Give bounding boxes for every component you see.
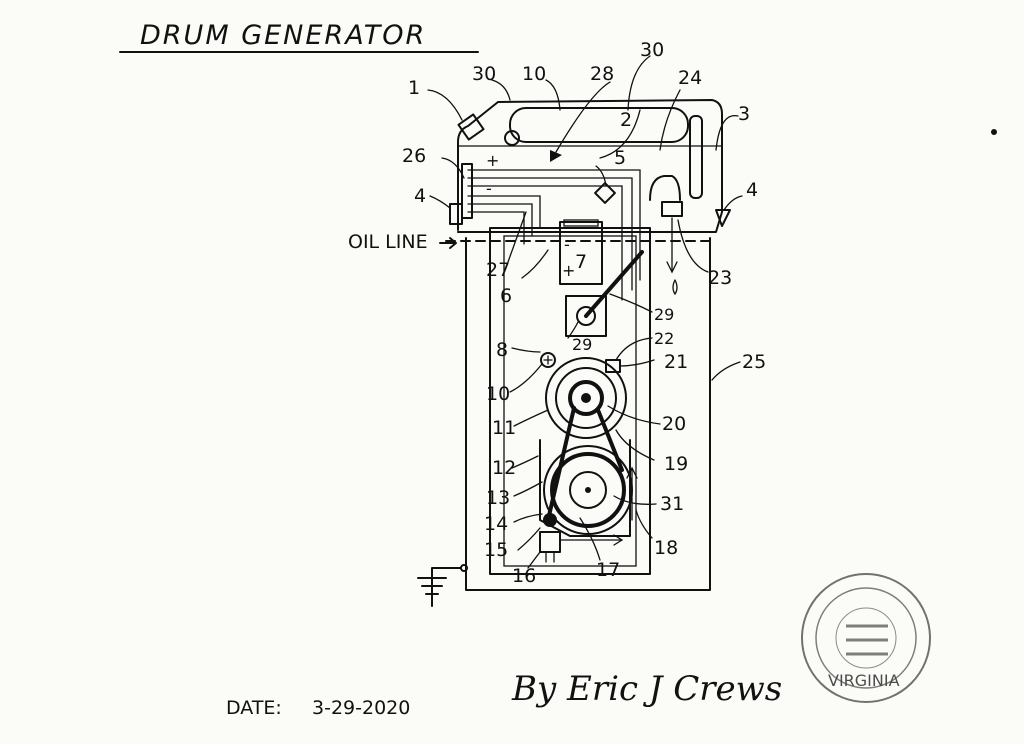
stamp-text: VIRGINIA [828, 671, 900, 690]
belt-left [546, 406, 576, 522]
upper-tube [509, 107, 689, 143]
label-23: 23 [708, 267, 732, 289]
battery-plus: + [562, 261, 575, 280]
label-4a: 4 [414, 185, 426, 207]
label-1: 1 [408, 77, 420, 99]
idler-15 [543, 513, 557, 527]
svg-text:+: + [486, 151, 499, 170]
date-value: 3-29-2020 [312, 697, 410, 719]
gauge-top [504, 130, 520, 146]
oil-line-label: OIL LINE [348, 231, 428, 253]
label-12: 12 [492, 457, 516, 479]
label-30a: 30 [472, 63, 496, 85]
label-11: 11 [492, 417, 516, 439]
signature: By Eric J Crews [511, 669, 782, 709]
label-21: 21 [664, 351, 688, 373]
upper-pulley [545, 357, 627, 439]
label-29a: 29 [654, 305, 674, 324]
label-27: 27 [486, 259, 510, 281]
notary-stamp: VIRGINIA [801, 573, 931, 703]
wiring-bundle: + - [461, 151, 641, 301]
svg-text:-: - [486, 179, 492, 198]
callout-labels: 1 30 10 28 30 2 24 3 26 4 4 5 27 6 23 29… [402, 39, 766, 587]
label-16: 16 [512, 565, 536, 587]
belt-guard [539, 439, 631, 537]
gauge-lower [540, 352, 556, 368]
controller-8 [565, 295, 607, 337]
flow-arrow [550, 150, 562, 162]
label-2: 2 [620, 109, 632, 131]
motor-16 [539, 531, 561, 553]
date-label: DATE: [226, 697, 282, 719]
speck [991, 129, 997, 135]
label-26: 26 [402, 145, 426, 167]
label-8: 8 [496, 339, 508, 361]
drum-body [457, 99, 723, 591]
label-5: 5 [614, 147, 626, 169]
ground-symbol [417, 564, 468, 607]
label-17: 17 [596, 559, 620, 581]
fitting-left [449, 203, 463, 225]
label-13: 13 [486, 487, 510, 509]
label-3: 3 [738, 103, 750, 125]
fitting-right [715, 209, 731, 227]
label-20: 20 [662, 413, 686, 435]
label-6: 6 [500, 285, 512, 307]
label-4b: 4 [746, 179, 758, 201]
label-30b: 30 [640, 39, 664, 61]
label-10b: 10 [486, 383, 510, 405]
battery-minus: - [564, 235, 570, 254]
leader-lines [427, 55, 743, 569]
label-19: 19 [664, 453, 688, 475]
valve-1 [457, 113, 485, 141]
drawing-title: DRUM GENERATOR [140, 20, 426, 51]
label-25: 25 [742, 351, 766, 373]
label-10a: 10 [522, 63, 546, 85]
inner-chamber [489, 227, 651, 575]
diode-5 [594, 182, 616, 204]
label-14: 14 [484, 513, 508, 535]
control-rod [584, 250, 644, 318]
label-29b: 29 [572, 335, 592, 354]
label-22: 22 [654, 329, 674, 348]
breather-23 [661, 201, 683, 217]
label-24: 24 [678, 67, 702, 89]
oil-line-arrow [439, 237, 457, 249]
belt-right [596, 408, 624, 472]
vent-tube [689, 115, 703, 199]
battery [559, 221, 603, 285]
label-18: 18 [654, 537, 678, 559]
label-31: 31 [660, 493, 684, 515]
label-28: 28 [590, 63, 614, 85]
battery-number: 7 [575, 251, 587, 273]
label-15: 15 [484, 539, 508, 561]
switch-21 [605, 359, 621, 373]
